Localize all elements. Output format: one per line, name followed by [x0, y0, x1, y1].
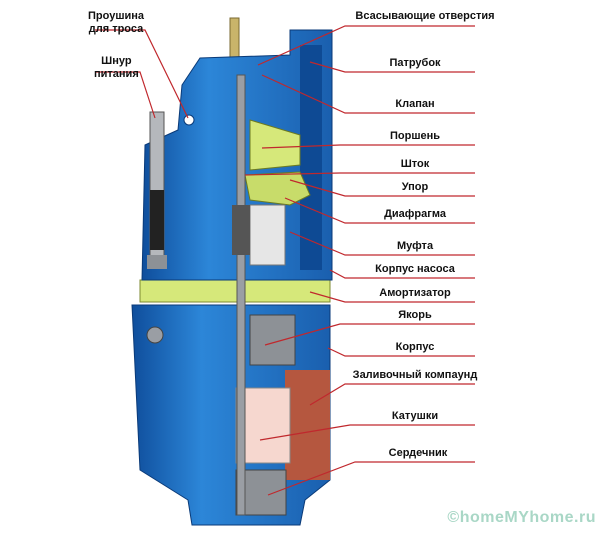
label-potting-compound: Заливочный компаунд: [352, 369, 478, 381]
shock-absorber-band: [139, 279, 331, 303]
label-outlet-pipe: Патрубок: [389, 57, 441, 69]
diaphragm: [244, 171, 311, 206]
rod-shaft: [236, 74, 246, 516]
watermark: ©homeMYhome.ru: [447, 509, 596, 526]
eyelet: [183, 114, 195, 126]
label-eyelet-line1: Проушина: [88, 10, 145, 22]
bolt: [146, 326, 164, 344]
label-power-cord: Шнур питания: [94, 55, 139, 81]
leader-lines: [95, 25, 475, 496]
label-coils: Катушки: [391, 410, 439, 422]
top-rod: [229, 17, 240, 61]
armature: [249, 314, 296, 366]
outlet-pipe: [300, 45, 322, 270]
label-valve: Клапан: [395, 98, 435, 110]
label-power-cord-line1: Шнур: [101, 55, 132, 67]
piston: [249, 119, 301, 171]
label-stop: Упор: [401, 181, 429, 193]
coupling: [249, 204, 286, 266]
label-power-cord-line2: питания: [94, 68, 139, 80]
cord-sleeve: [150, 190, 164, 250]
label-core: Сердечник: [388, 447, 448, 459]
cord-gland: [147, 255, 167, 269]
label-rod: Шток: [400, 158, 430, 170]
label-pump-housing: Корпус насоса: [375, 263, 455, 275]
label-eyelet: Проушина для троса: [88, 10, 144, 36]
compound: [285, 370, 330, 480]
label-shock-absorber: Амортизатор: [379, 287, 451, 299]
label-armature: Якорь: [398, 309, 432, 321]
label-coupling: Муфта: [396, 240, 434, 252]
label-intake-holes: Всасывающие отверстия: [355, 10, 495, 22]
label-diaphragm: Диафрагма: [384, 208, 446, 220]
label-eyelet-line2: для троса: [88, 23, 144, 35]
label-piston: Поршень: [389, 130, 441, 142]
nut-stack: [232, 205, 250, 255]
label-housing: Корпус: [395, 341, 435, 353]
